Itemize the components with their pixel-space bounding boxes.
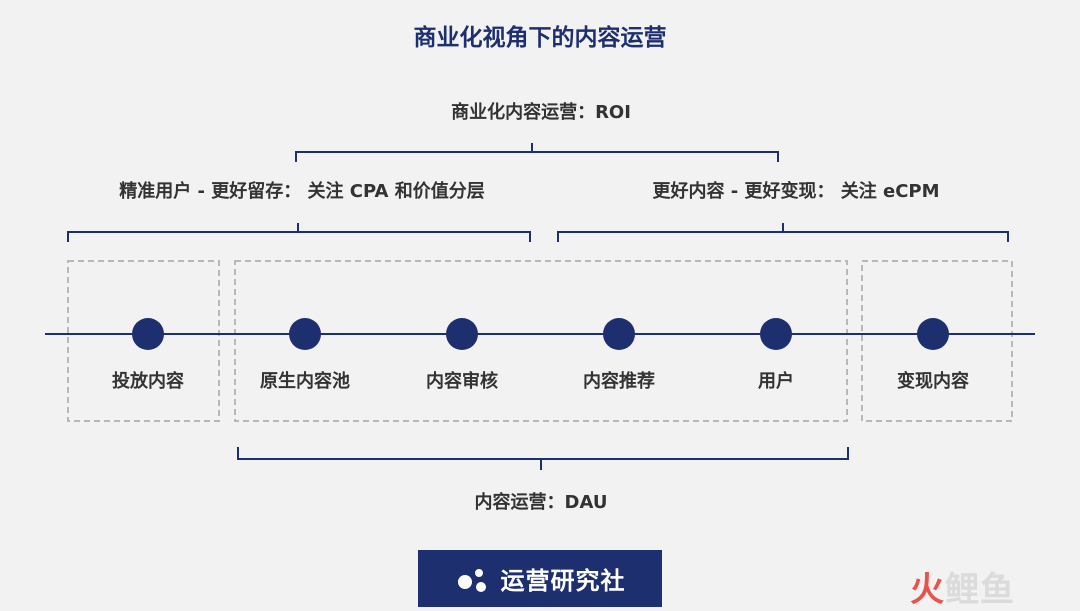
dashed-box-left (67, 260, 220, 422)
node-dot-3 (446, 318, 478, 350)
brand-text: 运营研究社 (500, 567, 626, 595)
node-label-5: 用户 (758, 371, 794, 392)
watermark-logo: 火鲤鱼 (910, 570, 1015, 610)
bottom-label: 内容运营：DAU (474, 492, 608, 513)
right-label: 更好内容 - 更好变现： 关注 eCPM (652, 181, 940, 202)
node-label-3: 内容审核 (426, 371, 498, 392)
node-dot-6 (917, 318, 949, 350)
bottom-brace (237, 447, 849, 470)
brand-molecule-icon (457, 568, 486, 592)
dashed-box-middle (234, 260, 848, 422)
node-label-6: 变现内容 (897, 371, 969, 392)
dashed-box-right (861, 260, 1013, 422)
node-dot-4 (603, 318, 635, 350)
node-label-1: 投放内容 (112, 371, 184, 392)
brand-logo: 运营研究社 (418, 550, 662, 607)
node-label-4: 内容推荐 (583, 371, 655, 392)
left-brace (67, 223, 531, 242)
node-dot-2 (289, 318, 321, 350)
node-dot-1 (132, 318, 164, 350)
diagram-title: 商业化视角下的内容运营 (413, 25, 667, 51)
node-label-2: 原生内容池 (260, 371, 350, 392)
right-brace (557, 223, 1009, 242)
left-label: 精准用户 - 更好留存： 关注 CPA 和价值分层 (119, 181, 485, 202)
top-brace (295, 143, 779, 162)
top-label: 商业化内容运营：ROI (451, 102, 631, 123)
node-dot-5 (760, 318, 792, 350)
